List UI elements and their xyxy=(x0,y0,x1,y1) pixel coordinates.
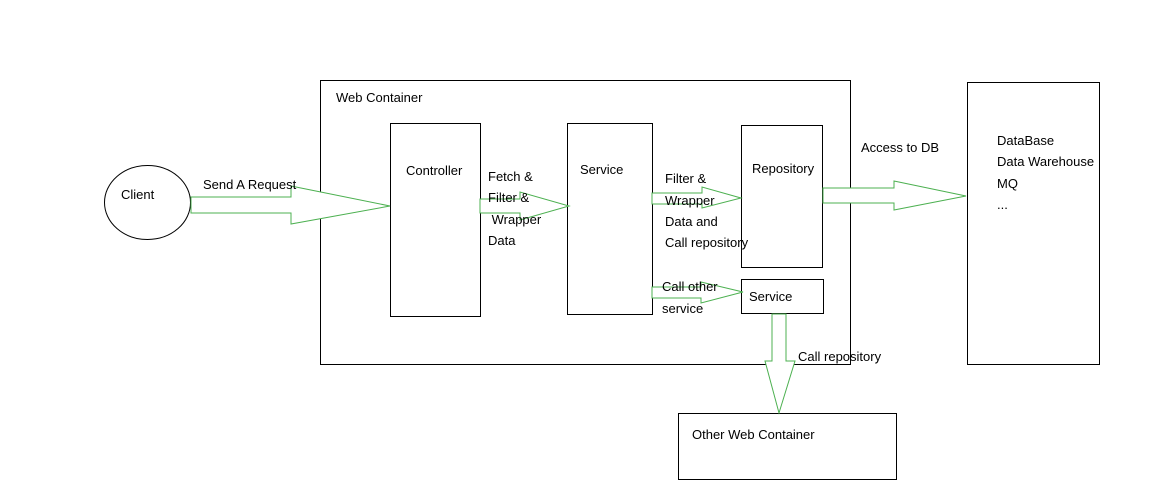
datastore-data-warehouse: Data Warehouse xyxy=(997,154,1094,169)
service-box xyxy=(567,123,653,315)
client-node xyxy=(104,165,191,240)
repository-label: Repository xyxy=(752,161,815,176)
fetch-filter-label-line-1: Fetch & xyxy=(488,169,533,184)
call-other-service-label-line-2: service xyxy=(662,301,703,316)
controller-box xyxy=(390,123,481,317)
repository-box xyxy=(741,125,823,268)
filter-wrapper-label-line-3: Data and xyxy=(665,214,718,229)
client-label: Client xyxy=(121,187,155,202)
other-web-container-box xyxy=(678,413,897,480)
service-to-repository-arrow xyxy=(651,186,743,209)
controller-label: Controller xyxy=(406,163,463,178)
service-to-secondary-service-arrow xyxy=(651,281,744,304)
datastore-more: ... xyxy=(997,197,1008,212)
filter-wrapper-label-line-1: Filter & xyxy=(665,171,707,186)
secondary-service-label: Service xyxy=(749,289,792,304)
web-container-label: Web Container xyxy=(336,90,423,105)
fetch-filter-label-line-4: Data xyxy=(488,233,516,248)
secondary-service-to-other-container-arrow xyxy=(764,313,796,415)
datastore-database: DataBase xyxy=(997,133,1054,148)
repository-to-datastores-arrow xyxy=(822,180,967,211)
filter-wrapper-label-line-4: Call repository xyxy=(665,235,749,250)
call-other-service-label-line-1: Call other xyxy=(662,279,718,294)
access-db-label: Access to DB xyxy=(861,140,939,155)
service-label: Service xyxy=(580,162,623,177)
secondary-service-box xyxy=(741,279,824,314)
fetch-filter-label-line-2: Filter & xyxy=(488,190,530,205)
other-web-container-label: Other Web Container xyxy=(692,427,815,442)
send-request-arrow xyxy=(190,185,391,225)
datastores-box xyxy=(967,82,1100,365)
send-request-label: Send A Request xyxy=(203,177,297,192)
controller-to-service-arrow xyxy=(479,191,571,221)
fetch-filter-label-line-3: Wrapper xyxy=(488,212,542,227)
filter-wrapper-label-line-2: Wrapper xyxy=(665,193,715,208)
datastore-mq: MQ xyxy=(997,176,1018,191)
call-repository-label: Call repository xyxy=(798,349,882,364)
